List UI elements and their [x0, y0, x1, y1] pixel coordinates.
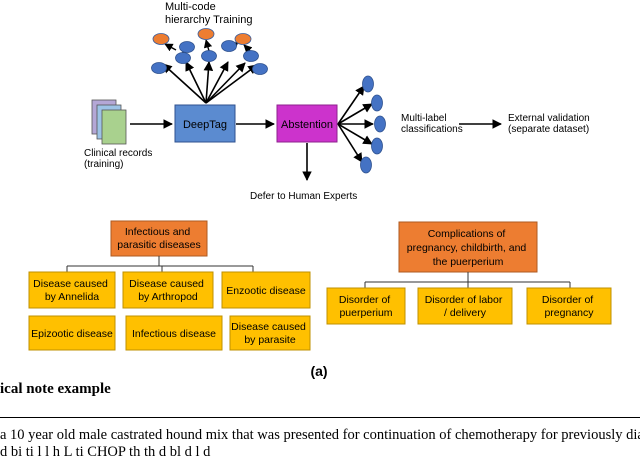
- tree-pregnancy: Complications of pregnancy, childbirth, …: [326, 221, 612, 325]
- tree2-leaf-label: Disorder of pregnancy: [542, 294, 596, 319]
- output-fan: [337, 75, 386, 174]
- deeptag-label: DeepTag: [183, 119, 227, 131]
- deeptag-box: [174, 104, 236, 143]
- tree1-leaf: [122, 271, 214, 309]
- external-validation-label: External validation (separate dataset): [508, 113, 593, 135]
- output-node: [360, 156, 372, 174]
- tree-infectious: Infectious and parasitic diseases Diseas…: [28, 220, 311, 351]
- tree1-leaf-label: Disease caused by parasite: [231, 321, 309, 346]
- hierarchy-tree: [151, 28, 268, 104]
- note-heading: ical note example: [0, 381, 111, 397]
- tree1-leaf: [229, 315, 311, 351]
- tree1-leaf-label: Epizootic disease: [31, 328, 113, 340]
- blue-node: [179, 41, 195, 53]
- note-line: d bi ti l l h L ti CHOP th th d bl d l d: [0, 444, 211, 460]
- blue-node: [221, 40, 237, 52]
- pipeline-figure: Multi-code hierarchy Training Clinical: [28, 1, 612, 379]
- abstention-label: Abstention: [281, 119, 333, 131]
- abstention-box: [276, 104, 338, 143]
- defer-label: Defer to Human Experts: [250, 191, 357, 202]
- tree1-leaf-label: Disease caused by Arthropod: [129, 278, 207, 303]
- output-node: [362, 75, 374, 93]
- tree2-leaf: [326, 287, 406, 325]
- tree1-parent-label: Infectious and parasitic diseases: [117, 226, 200, 251]
- blue-node: [243, 50, 259, 62]
- tree1-leaf-label: Infectious disease: [132, 328, 216, 340]
- tree2-leaf-label: Disorder of puerperium: [339, 294, 393, 319]
- output-node: [371, 137, 383, 155]
- tree1-leaf: [28, 315, 116, 351]
- tree2-leaf-label: Disorder of labor / delivery: [425, 294, 506, 319]
- section-rule: [0, 417, 640, 418]
- blue-node: [201, 50, 217, 62]
- output-node: [374, 115, 386, 133]
- blue-node: [175, 52, 191, 64]
- multilabel-label: Multi-label classifications: [401, 113, 463, 135]
- output-node: [371, 94, 383, 112]
- blue-node: [151, 62, 167, 74]
- tree2-parent-label: Complications of pregnancy, childbirth, …: [407, 228, 529, 268]
- tree1-leaf: [221, 271, 311, 309]
- tree2-leaf: [526, 287, 612, 325]
- clinical-records-icon: [91, 99, 127, 145]
- orange-node: [197, 28, 215, 40]
- tree1-leaf: [28, 271, 116, 309]
- tree1-leaf-label: Disease caused by Annelida: [33, 278, 111, 303]
- top-label: Multi-code hierarchy Training: [165, 1, 252, 26]
- panel-label: (a): [310, 363, 327, 379]
- tree1-leaf-label: Enzootic disease: [226, 285, 306, 297]
- orange-node: [152, 33, 170, 45]
- note-line: a 10 year old male castrated hound mix t…: [0, 427, 640, 443]
- tree1-leaf: [125, 315, 223, 351]
- orange-node: [234, 33, 252, 45]
- tree2-leaf: [417, 287, 513, 325]
- blue-node: [252, 63, 268, 75]
- input-label: Clinical records (training): [84, 148, 155, 170]
